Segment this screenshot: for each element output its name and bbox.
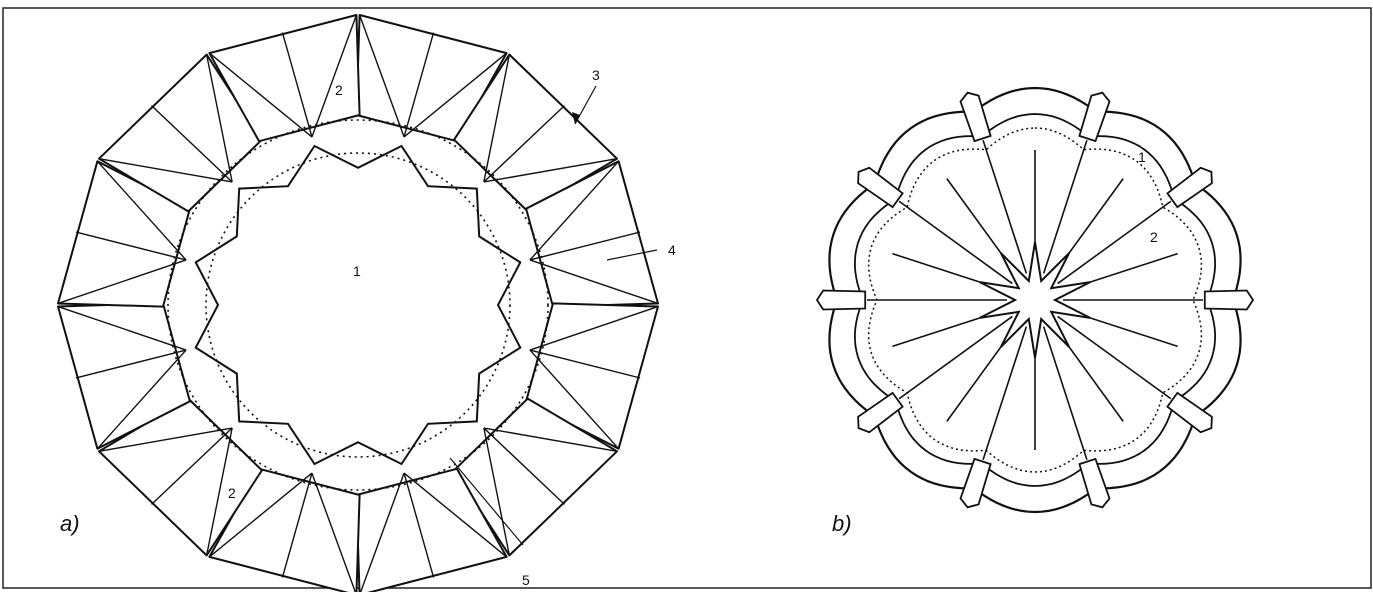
tile-fold-line (311, 14, 358, 138)
caption-b: b) (832, 511, 852, 536)
tile-fold-line (151, 105, 233, 183)
ring-tab (959, 91, 992, 143)
tile-fold-line (483, 427, 511, 556)
inner-opening-outline (194, 144, 522, 466)
label-a-3: 3 (592, 67, 600, 83)
tile-fold-line (205, 427, 233, 556)
panel-a-inner-opening (194, 144, 522, 466)
panel-a-tile (525, 160, 659, 308)
tile-fold-line (483, 427, 565, 505)
ring-tab (857, 391, 904, 434)
ring-tab (959, 457, 992, 509)
tile-fold-line (57, 259, 187, 305)
label-a-2-bottom: 2 (228, 485, 236, 501)
ring-tab (857, 166, 904, 209)
panel-b-tabs (815, 91, 1255, 509)
tile-fold-line (208, 472, 313, 558)
tile-fold-line (483, 54, 511, 183)
tile-fold-line (96, 349, 187, 450)
tile-fold-line (403, 472, 435, 578)
panel-a-dotted-circle-outer (167, 119, 549, 491)
panel-a-tile (355, 467, 508, 592)
tile-fold-line (529, 259, 659, 305)
figure-frame (2, 7, 1372, 589)
tile-fold-line (57, 305, 187, 351)
panel-a-tiles (57, 14, 659, 592)
panel-a-dotted-circle-inner (205, 152, 511, 458)
panel-a-tile (355, 14, 508, 143)
label-a-5: 5 (522, 572, 530, 588)
label-a-4: 4 (668, 242, 676, 258)
panel-a-tile (57, 302, 191, 450)
radial-spoke (1057, 315, 1172, 400)
center-star (979, 241, 1091, 359)
tile-fold-line (281, 32, 313, 138)
panel-b-folded-structure: 1 2 b) (815, 86, 1255, 536)
tile-fold-line (359, 472, 405, 592)
tile-fold-line (483, 105, 565, 183)
tile-fold-line (529, 349, 620, 450)
radial-spoke (898, 315, 1013, 400)
label-a-2-top: 2 (335, 82, 343, 98)
leader-5 (449, 457, 524, 546)
tile-fold-line (151, 427, 233, 505)
tile-fold-line (98, 157, 233, 183)
leader-3-arrowhead (572, 112, 580, 124)
radial-spoke (982, 139, 1028, 274)
tile-fold-line (75, 231, 187, 261)
panel-b-center-star (979, 241, 1091, 359)
ring-tab (1166, 166, 1213, 209)
tile-fold-line (529, 231, 641, 261)
tile-fold-line (483, 427, 618, 453)
tile-fold-line (403, 472, 508, 558)
panel-a-tile (208, 467, 361, 592)
radial-spoke (982, 326, 1028, 461)
tile-fold-line (483, 157, 618, 183)
tile-fold-line (529, 349, 641, 379)
radial-spoke (1042, 139, 1088, 274)
panel-a-tile (208, 14, 361, 143)
label-b-2: 2 (1150, 229, 1158, 245)
tile-fold-line (358, 14, 405, 138)
ring-tab (1078, 457, 1111, 509)
ring-tab (1166, 391, 1213, 434)
tile-fold-line (98, 427, 233, 453)
tile-fold-line (205, 54, 233, 183)
panel-a-tile (453, 397, 618, 557)
dotted-boundary (867, 127, 1203, 473)
caption-a: a) (60, 511, 80, 536)
tile-fold-line (96, 160, 187, 261)
panel-a-ring-structure: 1 2 2 3 4 5 a) (57, 14, 676, 592)
tile-fold-line (311, 472, 357, 592)
panel-a-tile (98, 53, 263, 213)
panel-a-tile (57, 160, 191, 308)
label-a-1: 1 (353, 263, 361, 279)
panel-a-tile (525, 302, 659, 450)
radial-spoke (1057, 200, 1172, 285)
tile-fold-line (281, 472, 313, 578)
ring-tab (1203, 289, 1255, 311)
tile-fold-line (529, 305, 659, 351)
panel-a-tile (453, 53, 618, 213)
panel-a-tile (98, 397, 263, 557)
ring-tab (1078, 91, 1111, 143)
leader-4 (606, 249, 658, 261)
radial-spoke (898, 200, 1013, 285)
tile-fold-line (75, 349, 187, 379)
tile-fold-line (529, 160, 620, 261)
tile-fold-line (403, 32, 435, 138)
label-b-1: 1 (1138, 149, 1146, 165)
ring-tab (815, 289, 867, 311)
radial-spoke (1042, 326, 1088, 461)
tile-fold-line (208, 52, 313, 138)
tile-fold-line (403, 52, 508, 138)
